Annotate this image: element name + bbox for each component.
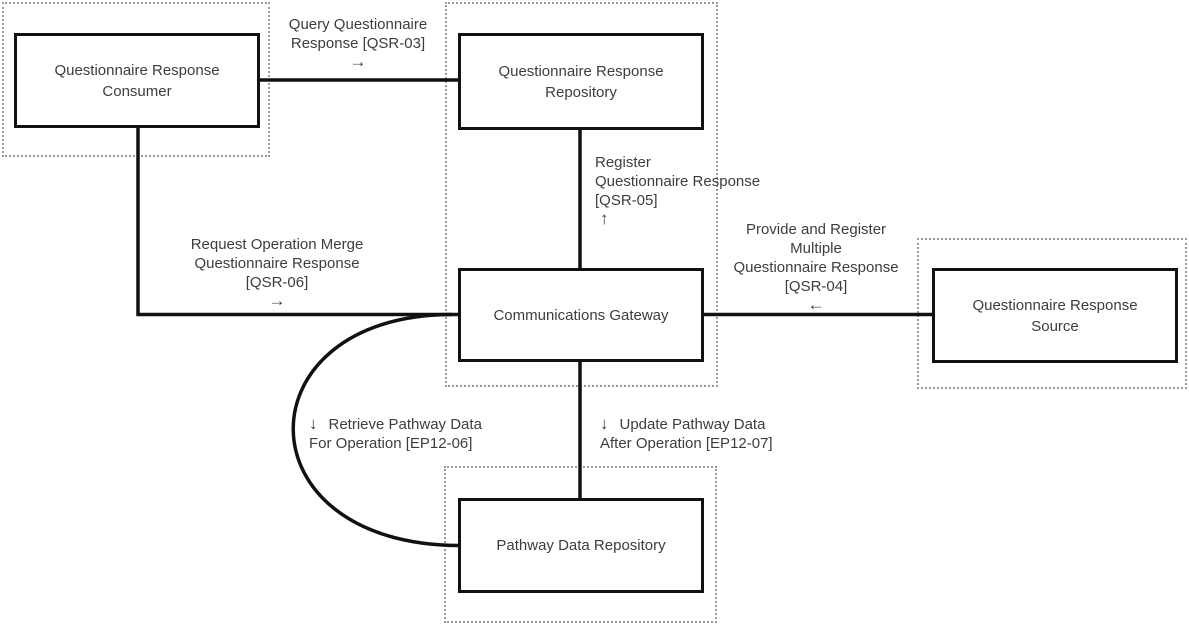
node-questionnaire-response-repository: Questionnaire Response Repository [458, 33, 704, 130]
edge-label-line: [QSR-05] [595, 192, 658, 209]
arrow-down-icon: ↓ [600, 414, 609, 433]
edge-label-line: ↓Update Pathway Data [600, 414, 766, 434]
edge-label-line: Questionnaire Response [194, 255, 360, 272]
node-label-line: Pathway Data Repository [496, 537, 666, 554]
edge-label-qsr03: Query Questionnaire Response [QSR-03] → [268, 15, 448, 71]
edge-label-qsr06: Request Operation Merge Questionnaire Re… [187, 235, 367, 310]
edge-label-line: After Operation [EP12-07] [600, 435, 773, 452]
connector-consumer-gateway [136, 128, 460, 317]
arrow-right-icon: → [349, 52, 367, 71]
arrow-right-icon: → [268, 291, 286, 310]
node-label-line: Consumer [102, 82, 172, 100]
node-label-line: Communications Gateway [493, 306, 669, 324]
node-communications-gateway: Communications Gateway [458, 268, 704, 362]
edge-label-line: Questionnaire Response [733, 259, 899, 276]
edge-label-qsr04: Provide and Register Multiple Questionna… [726, 220, 906, 314]
node-label-line: Questionnaire Response [498, 62, 664, 80]
edge-label-line: [QSR-04] [784, 278, 848, 295]
node-label-line: Questionnaire Response [54, 61, 220, 79]
edge-label-line: Query Questionnaire [288, 16, 428, 33]
edge-label-line: Response [QSR-03] [290, 35, 426, 52]
edge-label-line: Register [595, 154, 651, 171]
node-questionnaire-response-source: Questionnaire Response Source [932, 268, 1178, 363]
edge-label-line: Questionnaire Response [595, 173, 761, 190]
arrow-left-icon: ← [807, 295, 825, 314]
edge-label-line: Provide and Register [745, 221, 887, 238]
node-label-line: Repository [545, 83, 617, 101]
edge-label-line: ↓Retrieve Pathway Data [309, 414, 482, 434]
node-label-line: Questionnaire Response [972, 296, 1138, 314]
node-label-line: Source [1031, 317, 1079, 335]
edge-label-line: [QSR-06] [245, 274, 309, 291]
arrow-up-icon: ↑ [600, 209, 609, 228]
connector-gateway-pathway-curve [291, 312, 461, 548]
node-pathway-data-repository: Pathway Data Repository [458, 498, 704, 593]
edge-label-qsr05: Register Questionnaire Response [QSR-05]… [595, 153, 775, 228]
edge-label-line: Request Operation Merge [190, 236, 364, 253]
edge-label-ep12-06: ↓Retrieve Pathway Data For Operation [EP… [309, 415, 499, 453]
edge-label-ep12-07: ↓Update Pathway Data After Operation [EP… [600, 415, 790, 453]
edge-label-line: For Operation [EP12-06] [309, 435, 473, 452]
node-questionnaire-response-consumer: Questionnaire Response Consumer [14, 33, 260, 128]
arrow-down-icon: ↓ [309, 414, 318, 433]
edge-label-line: Multiple [790, 240, 842, 257]
